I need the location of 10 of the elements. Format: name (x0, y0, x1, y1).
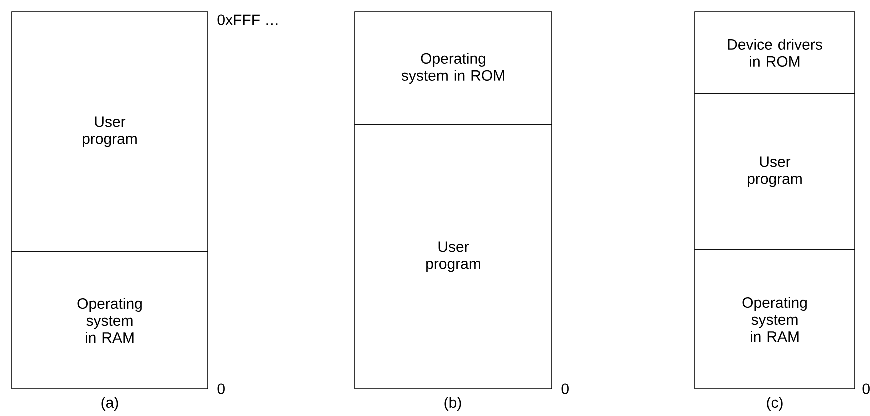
memory-region: Operating system in RAM (694, 250, 856, 390)
address-label: 0 (562, 384, 569, 394)
address-label: 0 (218, 384, 225, 394)
memory-region: Operating system in ROM (354, 12, 552, 126)
address-label: 0 (862, 384, 870, 394)
memory-region: User program (354, 124, 552, 390)
memory-region: Operating system in RAM (12, 252, 208, 390)
memory-region: User program (12, 12, 208, 252)
memory-region: User program (694, 94, 856, 250)
memory-region: Device drivers in ROM (694, 12, 856, 94)
